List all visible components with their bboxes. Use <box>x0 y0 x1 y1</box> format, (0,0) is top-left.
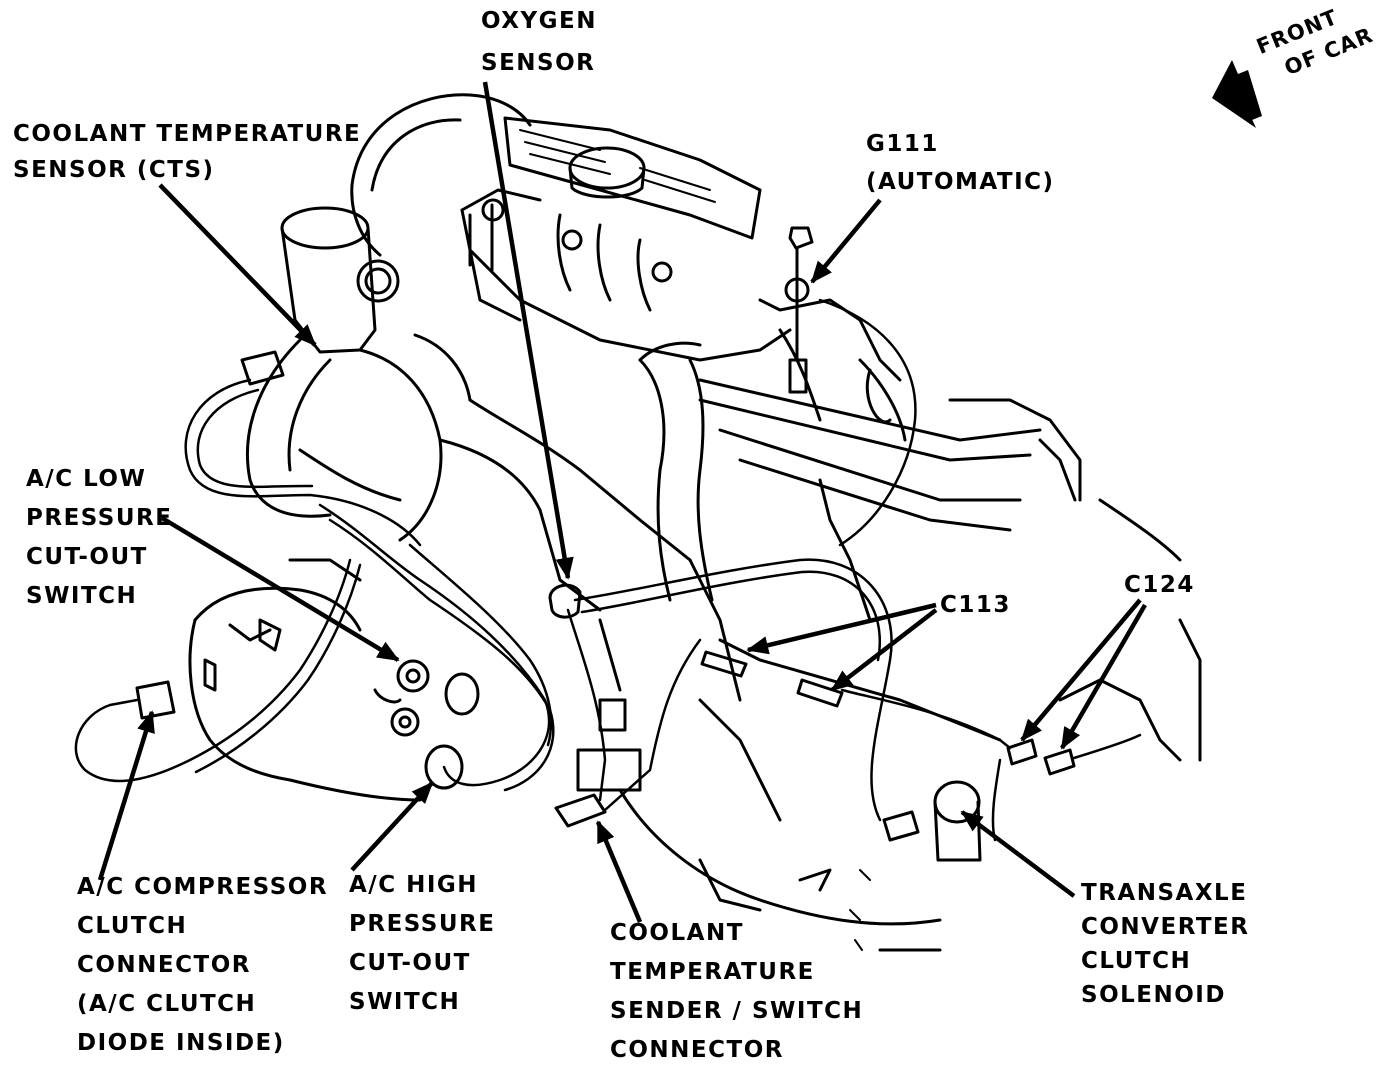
label-ac-compressor-clutch-connector: A/C COMPRESSOR CLUTCH CONNECTOR (A/C CLU… <box>77 874 329 1056</box>
label-coolant-temperature-sender-connector: COOLANT TEMPERATURE SENDER / SWITCH CONN… <box>610 920 864 1063</box>
arrow-cts <box>158 183 317 347</box>
label-ac-high-pressure-switch: A/C HIGH PRESSURE CUT-OUT SWITCH <box>349 872 496 1015</box>
arrow-oxygen-sensor <box>482 81 574 580</box>
label-c113: C113 <box>940 592 1011 618</box>
label-c124: C124 <box>1124 572 1195 598</box>
arrow-transaxle <box>960 810 1076 898</box>
arrow-c124-a <box>1020 598 1142 742</box>
label-oxygen-sensor: OXYGEN SENSOR <box>481 8 597 76</box>
arrow-ac-low <box>160 516 400 662</box>
arrow-g111 <box>810 198 882 284</box>
label-g111: G111 (AUTOMATIC) <box>866 131 1055 195</box>
label-transaxle-converter-clutch-solenoid: TRANSAXLE CONVERTER CLUTCH SOLENOID <box>1081 880 1250 1008</box>
label-ac-low-pressure-switch: A/C LOW PRESSURE CUT-OUT SWITCH <box>26 466 173 609</box>
arrow-c113-b <box>830 608 938 692</box>
engine-illustration <box>135 93 1202 952</box>
arrow-c113-a <box>746 602 937 655</box>
arrow-ac-high <box>350 781 434 872</box>
front-of-car-indicator <box>1212 60 1262 128</box>
arrow-coolant-sender <box>595 820 643 923</box>
label-coolant-temperature-sensor: COOLANT TEMPERATURE SENSOR (CTS) <box>13 121 362 183</box>
arrow-c124-b <box>1060 603 1147 750</box>
direction-arrow-icon <box>1212 60 1262 128</box>
wiring-harness <box>74 298 1142 842</box>
arrow-ac-compressor <box>97 710 155 881</box>
leader-arrows <box>97 81 1147 923</box>
